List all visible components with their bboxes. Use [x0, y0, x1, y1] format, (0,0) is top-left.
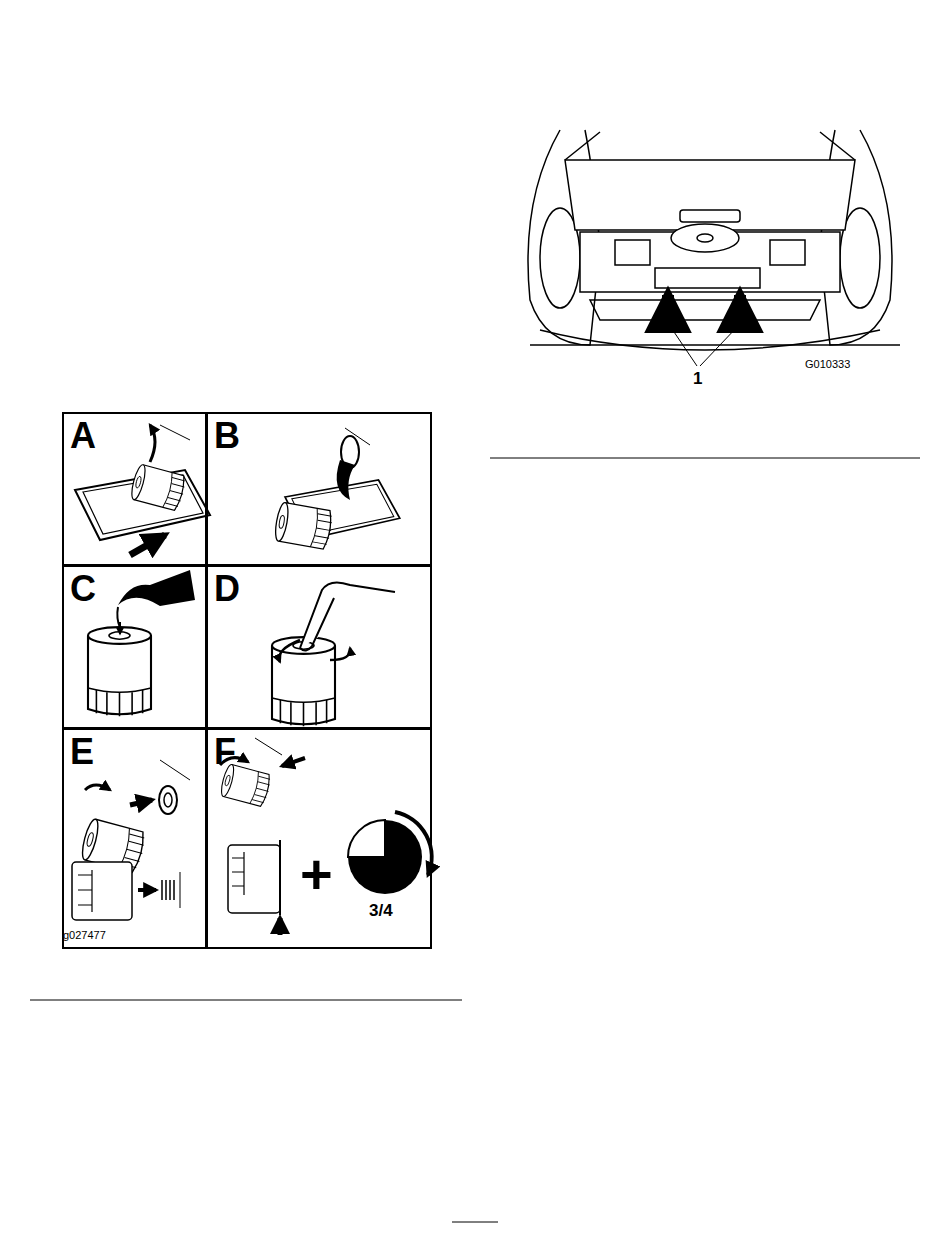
step-letter: C	[70, 571, 96, 607]
step-letter: E	[70, 734, 94, 770]
figure-id: g027477	[63, 930, 106, 941]
step-letter: D	[214, 571, 240, 607]
step-panel: D	[206, 565, 432, 729]
step-letter: A	[70, 418, 96, 454]
turn-fraction: 3/4	[369, 902, 393, 919]
step-panel: B	[206, 412, 432, 566]
step-panel: F	[206, 728, 432, 949]
callout-number: 1	[693, 370, 702, 387]
plus-sign: +	[300, 846, 333, 902]
figure-id: G010333	[805, 359, 850, 370]
step-letter: F	[214, 734, 236, 770]
step-panel: E	[62, 728, 207, 949]
step-panel: A	[62, 412, 207, 566]
step-letter: B	[214, 418, 240, 454]
step-panel: C	[62, 565, 207, 729]
